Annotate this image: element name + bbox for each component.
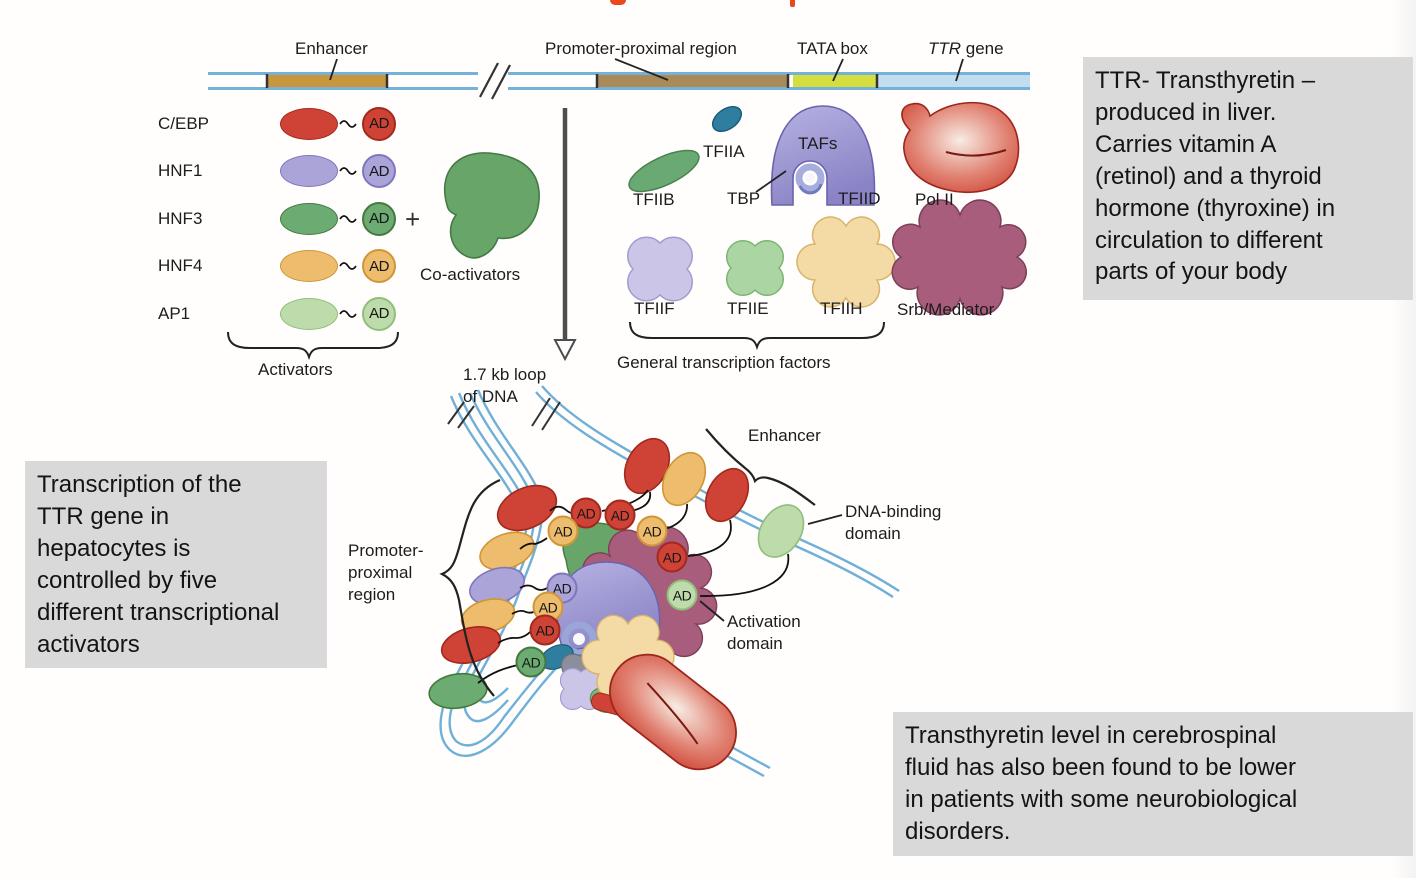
note-transthyretin: TTR- Transthyretin – produced in liver. … — [1083, 57, 1413, 300]
squiggle-linker-icon — [339, 262, 357, 271]
co-activators-blob — [443, 152, 540, 259]
activator-row: C/EBP AD — [158, 100, 396, 148]
activator-dna-binding-oval — [280, 297, 338, 330]
activation-domain-badge: AD — [362, 296, 396, 331]
activator-dna-binding-oval — [280, 155, 338, 188]
activator-name: C/EBP — [158, 113, 210, 133]
activator-dna-binding-oval — [280, 250, 338, 283]
activation-domain-badge: AD — [362, 154, 396, 189]
tata-box-label: TATA box — [797, 39, 868, 58]
activator-dna-binding-oval — [280, 107, 338, 140]
tfiid-label: TFIID — [838, 189, 881, 208]
ttr-gene-label: TTR gene — [928, 38, 1004, 60]
activation-domain-badge: AD — [666, 579, 698, 611]
squiggle-linker-icon — [339, 167, 357, 176]
activation-domain-badge: AD — [636, 515, 668, 547]
tbp-label: TBP — [727, 189, 761, 208]
activators-brace — [227, 331, 399, 361]
loop-braces-pointers — [439, 428, 843, 697]
top-dna-bar — [208, 58, 1030, 100]
activator-name: HNF4 — [158, 256, 203, 276]
gtf-brace — [629, 321, 885, 351]
activation-domain-badge: AD — [515, 646, 547, 678]
activation-domain-badge: AD — [362, 249, 396, 284]
note-ttr-activators: Transcription of the TTR gene in hepatoc… — [25, 461, 327, 669]
promoter-proximal-label-top: Promoter-proximal region — [545, 39, 737, 58]
loop-activator-ovals — [428, 437, 805, 710]
tfiih-label: TFIIH — [820, 299, 863, 318]
activation-domain-badge: AD — [362, 201, 396, 236]
complex-blobs — [540, 521, 737, 771]
squiggle-linker-icon — [339, 309, 357, 318]
ttr-gene-italic: TTR — [928, 39, 962, 58]
enhancer-label-loop: Enhancer — [748, 426, 821, 445]
activator-dna-binding-oval — [280, 202, 338, 235]
activator-name: HNF3 — [158, 208, 203, 228]
gtf-blobs — [627, 101, 1027, 316]
ttr-gene-rest: gene — [961, 39, 1004, 58]
dna-break-slashes — [447, 397, 561, 431]
dna-binding-domain-label: DNA-binding domain — [845, 502, 942, 544]
tfiif-label: TFIIF — [634, 299, 675, 318]
activation-domain-badge: AD — [529, 614, 561, 646]
tfiib-label: TFIIB — [633, 190, 675, 209]
tfiia-label: TFIIA — [703, 142, 745, 161]
srb-mediator-label: Srb/Mediator — [897, 300, 995, 319]
clipped-title-fragment — [790, 0, 795, 7]
activator-name: AP1 — [158, 303, 191, 323]
tfiie-label: TFIIE — [727, 299, 769, 318]
activator-row: HNF1 AD — [158, 148, 396, 196]
activator-name: HNF1 — [158, 161, 203, 181]
activation-domain-badge: AD — [604, 499, 636, 531]
clipped-title-fragment — [610, 0, 626, 5]
activator-row: AP1 AD — [158, 290, 396, 338]
activation-domain-badge: AD — [547, 515, 579, 547]
enhancer-label-top: Enhancer — [295, 39, 368, 58]
co-activators-label: Co-activators — [420, 265, 521, 284]
activation-domain-badge: AD — [656, 541, 688, 573]
squiggle-linker-icon — [339, 119, 357, 128]
activator-row: HNF3 AD — [158, 195, 396, 243]
activator-row: HNF4 AD — [158, 243, 396, 291]
plus-sign: + — [405, 204, 421, 234]
activation-domain-badge: AD — [362, 106, 396, 141]
activation-domain-label: Activation domain — [727, 612, 801, 654]
polii-label: Pol II — [915, 190, 954, 209]
activators-group-label: Activators — [258, 360, 333, 379]
squiggle-linker-icon — [339, 214, 357, 223]
promoter-proximal-label-loop: Promoter- proximal region — [348, 541, 424, 605]
gtf-group-label: General transcription factors — [617, 353, 831, 372]
loop-size-label: 1.7 kb loop of DNA — [463, 365, 547, 407]
tafs-label: TAFs — [798, 134, 838, 153]
note-csf-levels: Transthyretin level in cerebrospinal flu… — [893, 712, 1413, 856]
assembly-arrow — [553, 108, 577, 362]
